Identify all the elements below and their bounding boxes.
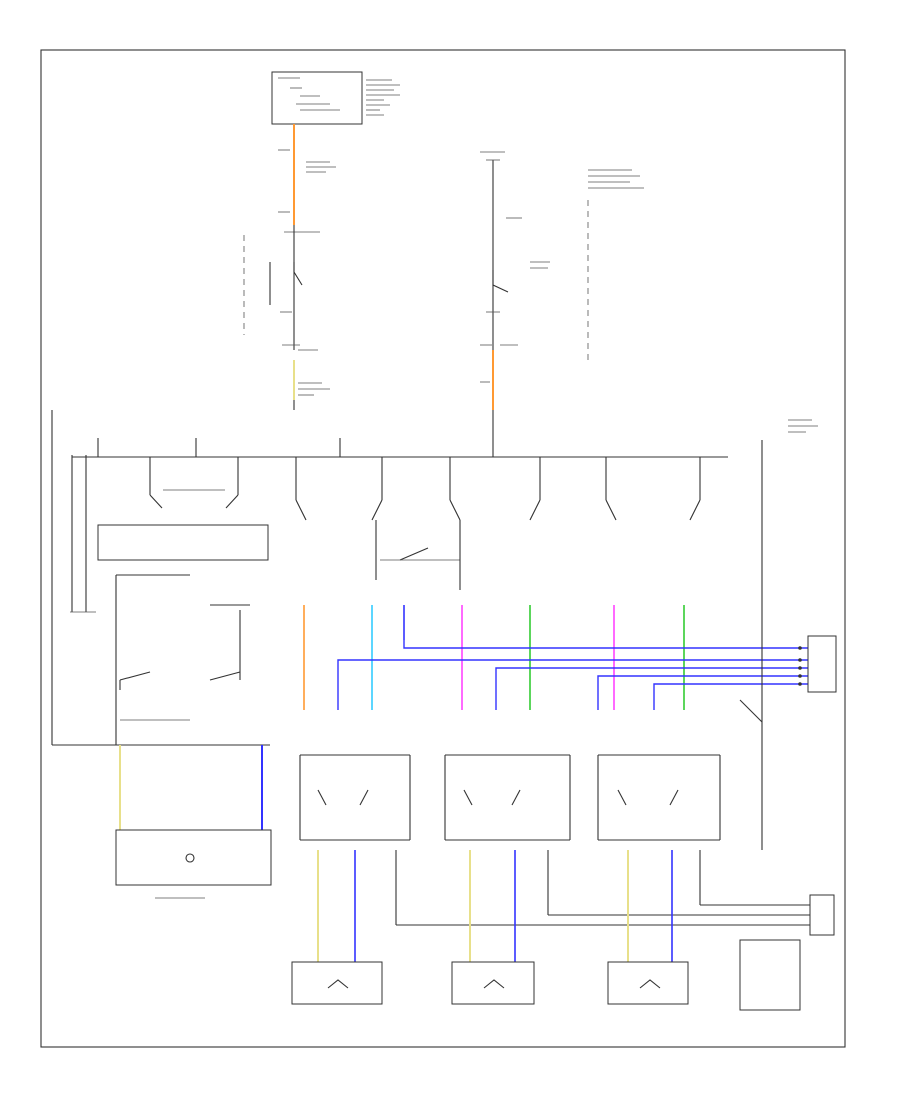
lower-bus	[395, 850, 810, 926]
motor-lower-2	[451, 850, 535, 1005]
motor-switch-2	[444, 754, 571, 841]
relay-switch-left	[293, 262, 303, 286]
bus-taps	[97, 420, 494, 457]
blue-harness-bundle	[337, 640, 808, 710]
fuse-box	[271, 71, 400, 125]
bottom-right-connector	[809, 894, 835, 936]
motor-switch-1	[299, 754, 411, 841]
right-door-switch	[739, 699, 763, 723]
sensor-block	[70, 574, 250, 745]
diagram-frame	[40, 49, 846, 1048]
motor-lower-1	[291, 850, 383, 1005]
rear-right-door-switch	[739, 939, 801, 1011]
center-fuse-branch	[480, 151, 550, 420]
right-connector	[798, 635, 837, 693]
rear-switch	[605, 457, 701, 521]
left-front-motor	[115, 745, 272, 899]
auto-switch	[375, 520, 460, 580]
relay-left-labels	[280, 311, 330, 396]
driver-switch	[295, 457, 383, 521]
motor-lower-3	[607, 850, 689, 1005]
fuse-wire-labels	[278, 149, 336, 233]
window-lock-switch	[97, 457, 269, 561]
passenger-switch	[449, 457, 541, 590]
motor-switch-3	[597, 754, 721, 841]
right-feed-labels	[788, 419, 818, 433]
right-note-lines	[588, 169, 644, 189]
